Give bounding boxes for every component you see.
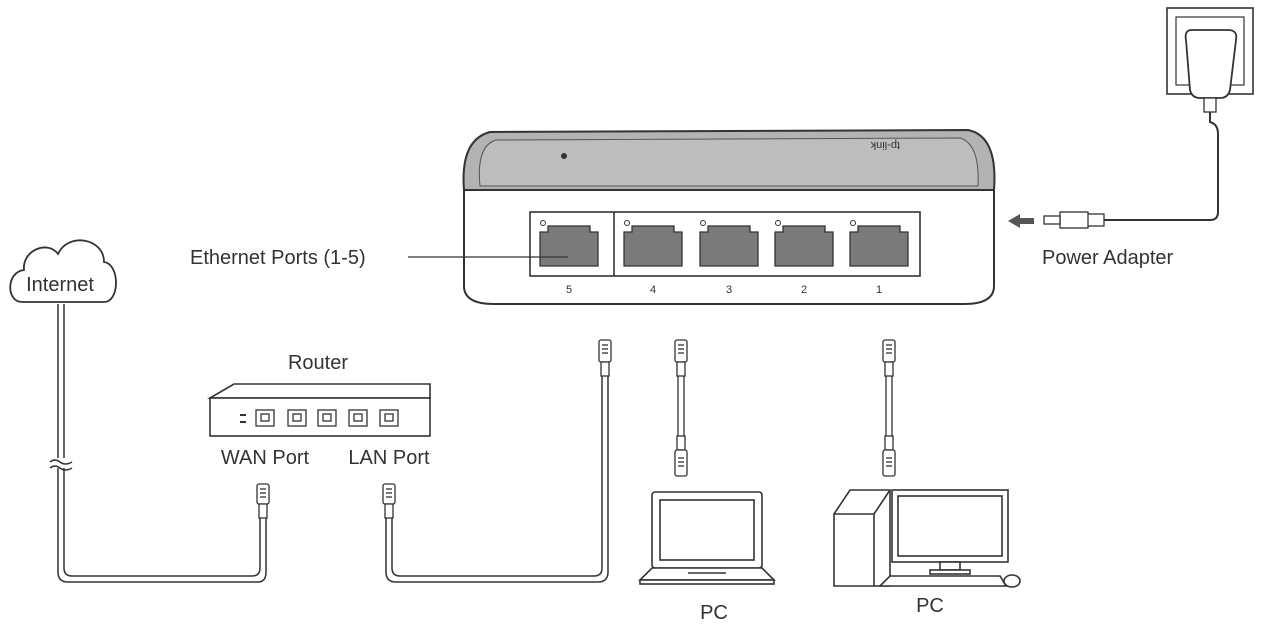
router-label: Router bbox=[288, 352, 348, 374]
port-leds bbox=[540, 220, 856, 226]
router: Router WAN Port LAN Port bbox=[207, 352, 431, 469]
ethernet-ports-label: Ethernet Ports (1-5) bbox=[190, 247, 366, 269]
port-number-5: 5 bbox=[566, 284, 572, 296]
desktop-cable bbox=[882, 339, 896, 477]
power-adapter-label: Power Adapter bbox=[1042, 247, 1174, 269]
port-number-4: 4 bbox=[650, 284, 656, 296]
switch-port-icons bbox=[539, 225, 909, 267]
laptop-pc-label: PC bbox=[700, 602, 728, 624]
internet-cable bbox=[49, 304, 267, 583]
router-port-icons bbox=[255, 409, 399, 427]
power-adapter: Power Adapter bbox=[1008, 7, 1254, 269]
wan-port-label: WAN Port bbox=[221, 447, 310, 469]
lan-port-label: LAN Port bbox=[348, 447, 430, 469]
switch: tp-link 5 4 3 2 1 bbox=[462, 128, 996, 305]
switch-brand: tp-link bbox=[870, 139, 900, 151]
internet-label: Internet bbox=[26, 274, 94, 296]
port-number-2: 2 bbox=[801, 284, 807, 296]
port-number-1: 1 bbox=[876, 284, 882, 296]
wan-cable-plug bbox=[256, 483, 270, 519]
desktop-pc bbox=[833, 489, 1021, 588]
internet-cloud: Internet bbox=[9, 239, 117, 303]
laptop-cable bbox=[674, 339, 688, 477]
router-leds bbox=[240, 414, 246, 423]
switch-cable-plug-5 bbox=[598, 339, 612, 377]
power-arrow-icon bbox=[1008, 214, 1034, 228]
desktop-pc-label: PC bbox=[916, 595, 944, 617]
lan-cable-plug bbox=[382, 483, 396, 519]
laptop bbox=[638, 491, 776, 585]
port-number-3: 3 bbox=[726, 284, 732, 296]
lan-cable bbox=[385, 376, 609, 583]
power-led bbox=[561, 153, 567, 159]
